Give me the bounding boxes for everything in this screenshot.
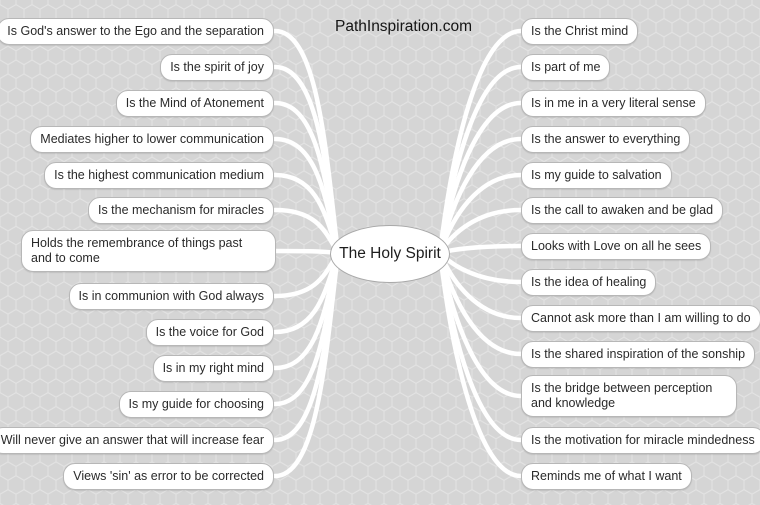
connector-curve [437,172,524,256]
mindmap-node[interactable]: Is the mechanism for miracles [87,197,274,224]
mindmap-node[interactable]: Is the highest communication medium [44,162,274,189]
mindmap-node[interactable]: Is in me in a very literal sense [521,90,706,117]
connector-curve [272,172,341,256]
mindmap-node[interactable]: Is the motivation for miracle mindedness [521,427,760,454]
connector-curve [272,250,341,479]
mindmap-node[interactable]: Is the Christ mind [521,18,639,45]
mindmap-node[interactable]: Reminds me of what I want [521,463,692,490]
mindmap-node[interactable]: Mediates higher to lower communication [30,126,274,153]
connector-curve [272,248,341,256]
mindmap-node[interactable]: Is the call to awaken and be glad [521,197,724,224]
mindmap-node[interactable]: Is God's answer to the Ego and the separ… [0,18,274,45]
mindmap-node[interactable]: Is my guide to salvation [521,162,672,189]
mindmap-node[interactable]: Is part of me [521,54,611,81]
mindmap-node[interactable]: Is the voice for God [145,319,274,346]
mindmap-node[interactable]: Is the Mind of Atonement [115,90,274,117]
site-title: PathInspiration.com [335,18,472,35]
mindmap-node[interactable]: Is the bridge between perception and kno… [521,375,737,417]
root-node[interactable]: The Holy Spirit [330,225,450,283]
mindmap-node[interactable]: Looks with Love on all he sees [521,233,712,260]
mindmap-node[interactable]: Views 'sin' as error to be corrected [63,463,274,490]
connector-curve [437,250,524,479]
mindmap-node[interactable]: Is my guide for choosing [118,391,274,418]
mindmap-node[interactable]: Is the idea of healing [521,269,657,296]
mindmap-node[interactable]: Is in my right mind [152,355,274,382]
mindmap-node[interactable]: Is the spirit of joy [160,54,274,81]
mindmap-node[interactable]: Will never give an answer that will incr… [0,427,274,454]
mindmap-node[interactable]: Holds the remembrance of things past and… [21,230,276,272]
mindmap-node[interactable]: Is in communion with God always [68,283,274,310]
mindmap-node[interactable]: Cannot ask more than I am willing to do [521,305,760,332]
mindmap-node[interactable]: Is the shared inspiration of the sonship [521,341,756,368]
mindmap-node[interactable]: Is the answer to everything [521,126,691,153]
